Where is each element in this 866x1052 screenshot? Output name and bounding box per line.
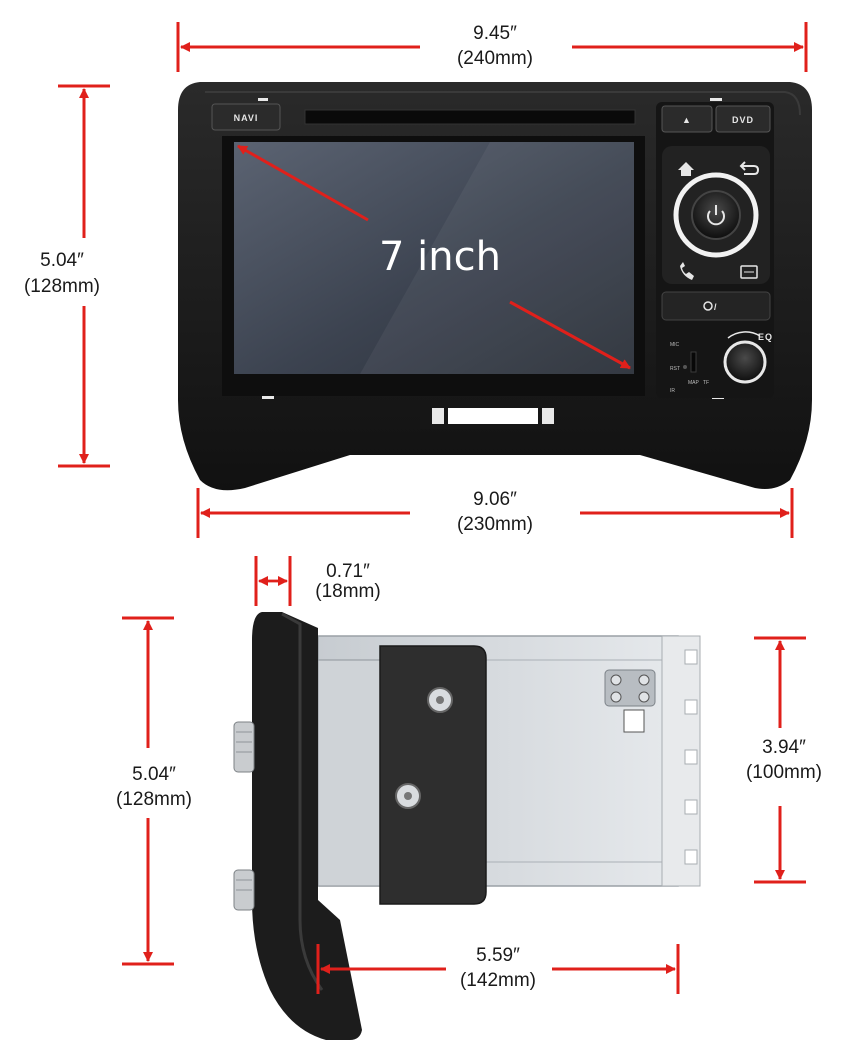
reset-button[interactable] [683, 365, 687, 369]
ir-label: IR [670, 388, 675, 394]
tf-label: TF [703, 380, 709, 386]
control-panel: ▲ DVD [656, 98, 774, 398]
power-icon [707, 205, 725, 226]
top-width-inch: 9.45″ [473, 23, 517, 44]
eject-button[interactable]: ▲ [661, 105, 713, 133]
chassis-depth-dimension: 5.59″ (142mm) [316, 944, 680, 994]
side-bracket-plate [379, 645, 487, 905]
sun-icon [703, 301, 713, 311]
screen-diagonal-arrow-top [237, 144, 369, 222]
bezel-depth-inch: 0.71″ [326, 561, 370, 582]
side-height-inch: 5.04″ [132, 764, 176, 785]
front-height-inch: 5.04″ [40, 250, 84, 271]
chassis-height-dimension: 3.94″ (100mm) [746, 636, 822, 884]
dvd-button[interactable]: DVD [715, 105, 771, 133]
bottom-width-dimension: 9.06″ (230mm) [196, 488, 794, 538]
chassis-height-mm: (100mm) [746, 762, 822, 783]
phone-button[interactable] [680, 262, 694, 280]
chassis-height-inch: 3.94″ [762, 737, 806, 758]
mic-label: MIC [670, 342, 680, 348]
volume-knob[interactable] [723, 340, 767, 384]
chassis-depth-mm: (142mm) [460, 970, 536, 991]
bezel-depth-mm: (18mm) [315, 581, 380, 602]
mounting-bracket [604, 669, 656, 733]
phone-icon [680, 262, 694, 280]
navi-button[interactable]: NAVI [211, 103, 281, 131]
tf-card-slot[interactable] [690, 351, 697, 373]
screen-size-label: 7 inch [379, 234, 501, 280]
front-view: NAVI 7 inch ▲ DVD [24, 22, 812, 538]
side-height-dimension: 5.04″ (128mm) [116, 616, 192, 966]
back-button[interactable] [739, 161, 760, 175]
front-height-mm: (128mm) [24, 276, 100, 297]
side-bezel [252, 612, 362, 1040]
top-width-dimension: 9.45″ (240mm) [176, 22, 808, 72]
side-knob-top [233, 721, 255, 773]
radio-icon [740, 265, 758, 279]
rst-label: RST [670, 366, 680, 372]
slash-separator: / [714, 302, 718, 312]
bezel-depth-dimension: 0.71″ (18mm) [254, 556, 381, 606]
home-icon [678, 162, 694, 176]
front-height-dimension: 5.04″ (128mm) [24, 84, 110, 468]
eject-icon: ▲ [682, 115, 692, 125]
side-view: 0.71″ (18mm) 5.04″ (128mm) 3.94″ (100mm) [116, 556, 822, 1040]
screen-diagonal-arrow-bottom [509, 300, 631, 370]
bottom-width-inch: 9.06″ [473, 489, 517, 510]
home-button[interactable] [678, 162, 694, 176]
back-icon [742, 165, 760, 175]
eq-label: EQ [758, 332, 773, 342]
side-height-mm: (128mm) [116, 789, 192, 810]
chassis-depth-inch: 5.59″ [476, 945, 520, 966]
day-night-button[interactable]: / [661, 291, 771, 321]
radio-button[interactable] [740, 265, 758, 279]
disc-slot [304, 109, 636, 125]
dvd-button-label: DVD [732, 115, 754, 125]
top-width-mm: (240mm) [457, 48, 533, 69]
navi-button-label: NAVI [234, 113, 259, 123]
map-label: MAP [688, 380, 700, 386]
bottom-width-mm: (230mm) [457, 514, 533, 535]
